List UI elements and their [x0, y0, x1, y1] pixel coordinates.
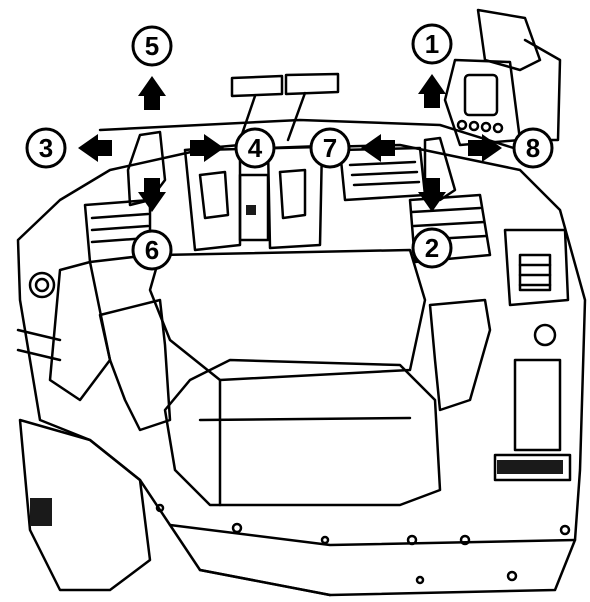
callout-1-arrow-up	[418, 74, 446, 108]
floor-front-edge	[168, 523, 577, 547]
callout-2: 2	[411, 178, 453, 269]
callout-3-arrow-left	[78, 134, 112, 162]
side-vent-dark	[30, 498, 52, 526]
callout-1: 1	[411, 23, 453, 108]
callout-7: 7	[309, 127, 395, 169]
callout-8: 8	[468, 127, 554, 169]
callout-5: 5	[131, 25, 173, 110]
operator-seat	[148, 248, 442, 507]
floor-plate-dark	[497, 460, 563, 474]
right-side-panel	[493, 228, 572, 482]
callout-8-number: 8	[526, 133, 540, 163]
callout-7-circle	[309, 127, 351, 169]
callout-7-arrow-left	[361, 134, 395, 162]
callout-4-circle	[234, 127, 276, 169]
floor-bolts	[155, 503, 571, 585]
callout-3-number: 3	[39, 133, 53, 163]
callouts: 1 2 3 4 5 6 7 8	[25, 23, 554, 271]
callout-1-circle	[411, 23, 453, 65]
callout-2-number: 2	[425, 233, 439, 263]
callout-4-number: 4	[248, 133, 263, 163]
floor-step	[198, 568, 332, 597]
callout-1-number: 1	[425, 29, 439, 59]
callout-3: 3	[25, 127, 112, 169]
callout-6: 6	[131, 178, 173, 271]
callout-6-circle	[131, 229, 173, 271]
callout-8-arrow-right	[468, 134, 502, 162]
upper-frame	[98, 118, 522, 152]
left-side-panel	[16, 271, 152, 592]
left-pad-dark	[246, 205, 256, 215]
callout-4-arrow-right	[190, 134, 224, 162]
callout-6-number: 6	[145, 235, 159, 265]
callout-5-circle	[131, 25, 173, 67]
callout-5-number: 5	[145, 31, 159, 61]
callout-2-circle	[411, 227, 453, 269]
callout-2-arrow-down	[418, 178, 446, 212]
right-armrest	[428, 298, 492, 412]
callout-8-circle	[512, 127, 554, 169]
left-armrest	[98, 298, 172, 432]
callout-4: 4	[190, 127, 276, 169]
callout-6-arrow-down	[138, 178, 166, 212]
callout-7-number: 7	[323, 133, 337, 163]
callout-5-arrow-up	[138, 76, 166, 110]
callout-3-circle	[25, 127, 67, 169]
display-unit	[443, 8, 562, 147]
